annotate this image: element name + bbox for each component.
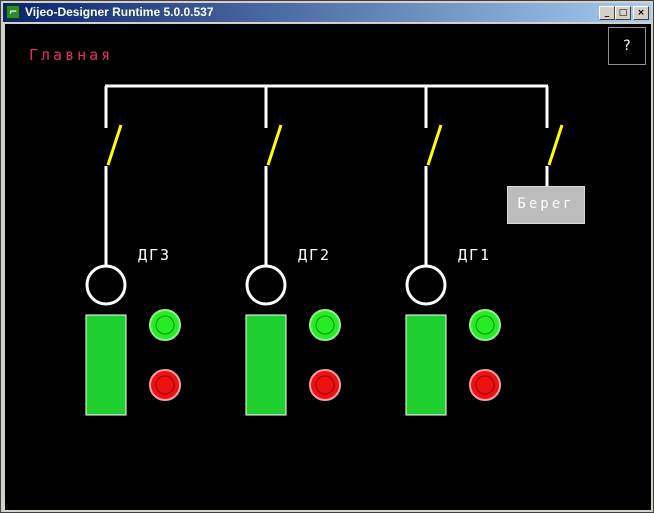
dg3-run-indicator-ring: [155, 315, 175, 335]
dg2-fault-indicator: [309, 369, 341, 401]
generator-dg2-body: [245, 314, 287, 416]
dg3-run-indicator: [149, 309, 181, 341]
close-icon: ×: [637, 8, 645, 18]
window-title: Vijeo-Designer Runtime 5.0.0.537: [25, 5, 214, 19]
hmi-screen: Главная ?: [5, 24, 651, 510]
generator-dg1-symbol: [405, 264, 447, 306]
generator-dg3-label: ДГ3: [138, 246, 172, 264]
generator-dg1-body: [405, 314, 447, 416]
dg1-run-indicator-ring: [475, 315, 495, 335]
shore-button[interactable]: Берег: [507, 186, 585, 224]
dg1-fault-indicator: [469, 369, 501, 401]
maximize-button[interactable]: □: [615, 6, 631, 20]
maximize-icon: □: [618, 8, 628, 18]
title-bar[interactable]: ⌐ Vijeo-Designer Runtime 5.0.0.537 _ □ ×: [3, 3, 651, 22]
close-button[interactable]: ×: [633, 6, 649, 20]
generator-dg1-label: ДГ1: [458, 246, 492, 264]
dg1-run-indicator: [469, 309, 501, 341]
vijeo-app-icon: ⌐: [6, 5, 20, 19]
dg1-fault-indicator-ring: [475, 375, 495, 395]
dg2-run-indicator: [309, 309, 341, 341]
breaker-dg3-icon: [106, 124, 123, 166]
minimize-button[interactable]: _: [599, 6, 615, 20]
breaker-dg1-icon: [426, 124, 443, 166]
single-line-diagram: [85, 84, 564, 416]
help-button[interactable]: ?: [608, 27, 646, 65]
dg3-fault-indicator-ring: [155, 375, 175, 395]
minimize-icon: _: [604, 8, 610, 18]
dg3-fault-indicator: [149, 369, 181, 401]
generator-dg3-symbol: [85, 264, 127, 306]
breaker-dg2-icon: [266, 124, 283, 166]
page-title: Главная: [29, 46, 114, 64]
dg2-fault-indicator-ring: [315, 375, 335, 395]
breaker-shore-icon: [547, 124, 564, 166]
dg2-run-indicator-ring: [315, 315, 335, 335]
generator-dg3-body: [85, 314, 127, 416]
generator-dg2-symbol: [245, 264, 287, 306]
generator-dg2-label: ДГ2: [298, 246, 332, 264]
